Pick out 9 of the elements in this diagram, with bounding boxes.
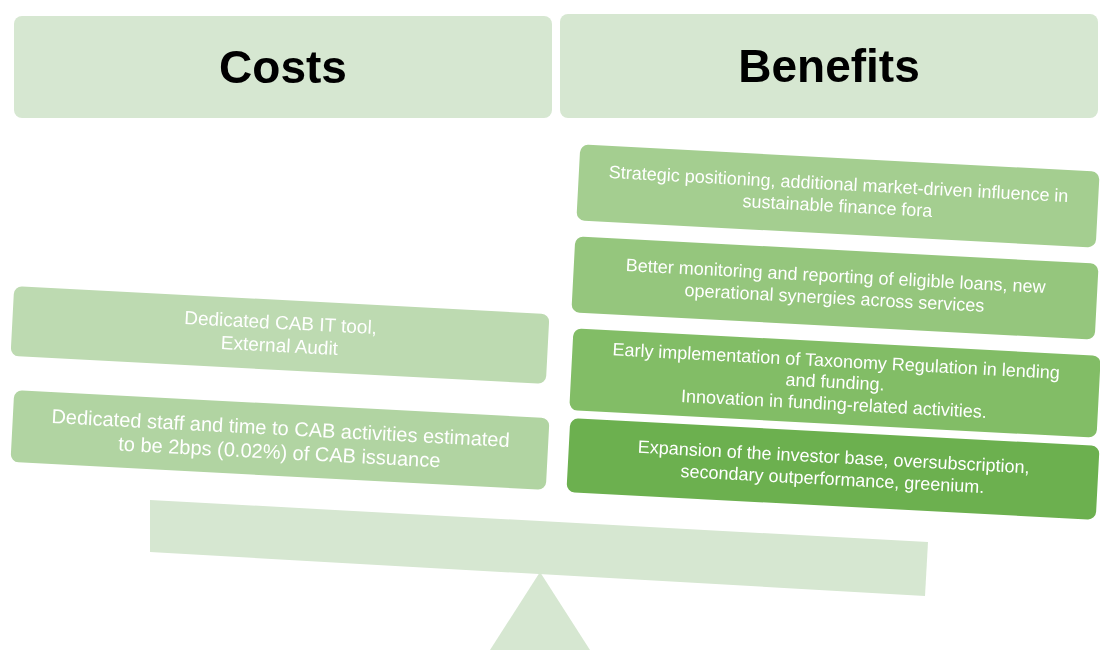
header-bar [14,16,552,118]
box-text: Expansion of the investor base, oversubscription, secondary outperformance, greenium. [636,436,1031,499]
box-text: Better monitoring and reporting of eligible loans, new operational synergies across services [624,254,1047,318]
header-title: Benefits [738,39,920,93]
header-bar [560,14,1098,118]
header-title: Costs [219,40,347,94]
box-text: Dedicated CAB IT tool, External Audit [182,306,379,362]
box-text: Strategic positioning, additional market-driven influence in sustainable finance fora [607,162,1070,223]
box-text: Dedicated staff and time to CAB activities estimated to be 2bps (0.02%) of CAB issuance [50,404,512,474]
